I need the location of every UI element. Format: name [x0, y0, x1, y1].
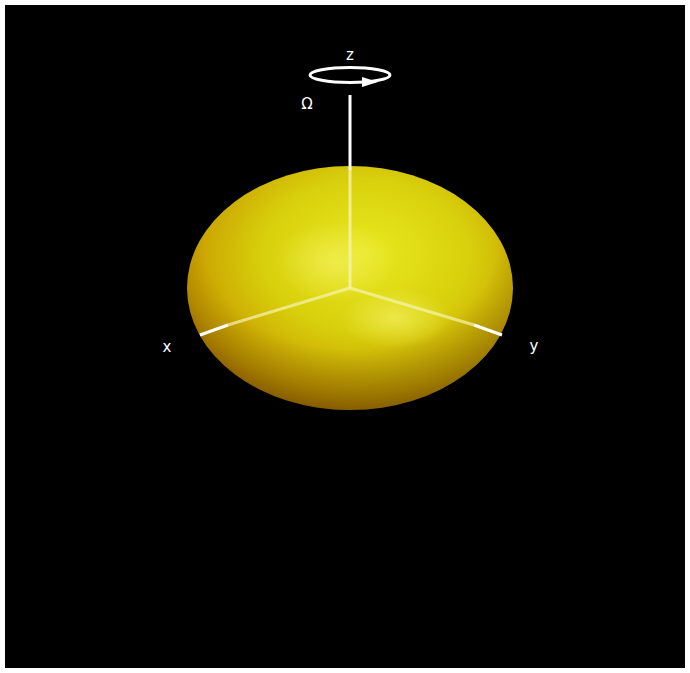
x-axis-inner — [228, 288, 350, 325]
axis-label: z — [346, 48, 354, 63]
rotation-arrow — [310, 68, 390, 83]
rotation-arrowhead — [362, 77, 378, 87]
z-axis — [349, 95, 352, 170]
axis-label: x — [163, 340, 172, 355]
spheroid-highlight — [340, 288, 450, 348]
y-axis — [474, 325, 502, 335]
x-axis — [200, 325, 228, 335]
angular-velocity-label: Ω — [301, 97, 312, 112]
spheroid-body — [187, 166, 513, 410]
z-axis-inner — [349, 170, 352, 288]
y-axis-inner — [350, 288, 474, 325]
spheroid-shading — [187, 166, 513, 410]
background — [5, 5, 685, 668]
axis-label: y — [530, 339, 539, 354]
